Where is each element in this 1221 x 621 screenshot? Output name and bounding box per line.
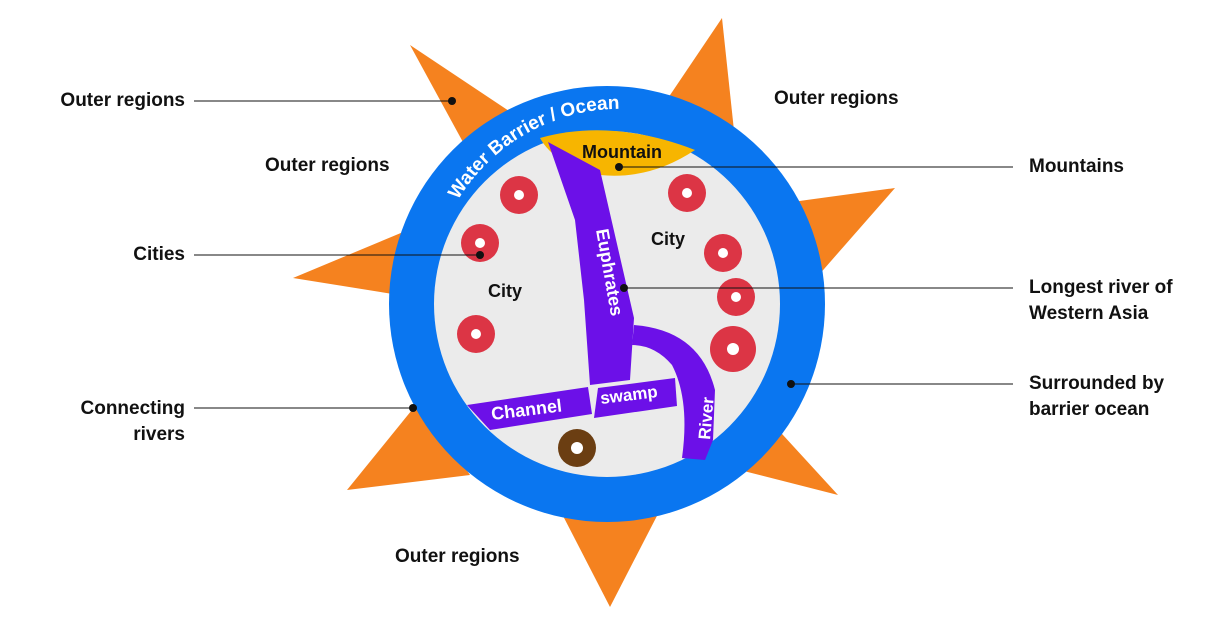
label-connecting-rivers: Connecting rivers <box>80 398 186 445</box>
label-outer-regions-top-right: Outer regions <box>774 88 899 109</box>
label-surrounded-by-ocean: Surrounded by barrier ocean <box>1029 373 1165 420</box>
triangle-bottom <box>560 510 660 607</box>
city-marker <box>717 278 755 316</box>
city-label-left: City <box>488 281 522 301</box>
river-branch <box>632 325 715 460</box>
triangle-lower-left <box>347 400 470 490</box>
river-label: River <box>695 396 718 440</box>
label-outer-regions-bottom: Outer regions <box>395 546 520 567</box>
cities <box>457 174 756 467</box>
leader-dots <box>409 97 795 412</box>
city-marker <box>461 224 499 262</box>
swamp-shape <box>594 378 677 418</box>
city-label-right: City <box>651 229 685 249</box>
label-cities: Cities <box>133 244 185 265</box>
leader-lines <box>194 100 1013 409</box>
label-outer-regions-top-left: Outer regions <box>60 90 185 111</box>
city-marker <box>704 234 742 272</box>
city-marker <box>668 174 706 212</box>
channel-shape <box>467 387 592 430</box>
city-marker <box>500 176 538 214</box>
city-marker <box>710 326 756 372</box>
label-longest-river: Longest river of Western Asia <box>1029 277 1173 324</box>
outer-region-triangles <box>293 18 895 607</box>
label-outer-regions-mid-left: Outer regions <box>265 155 390 176</box>
mountain-label: Mountain <box>582 142 662 162</box>
city-marker <box>457 315 495 353</box>
euphrates-river <box>548 142 634 385</box>
brown-city-marker <box>558 429 596 467</box>
label-mountains: Mountains <box>1029 156 1124 177</box>
